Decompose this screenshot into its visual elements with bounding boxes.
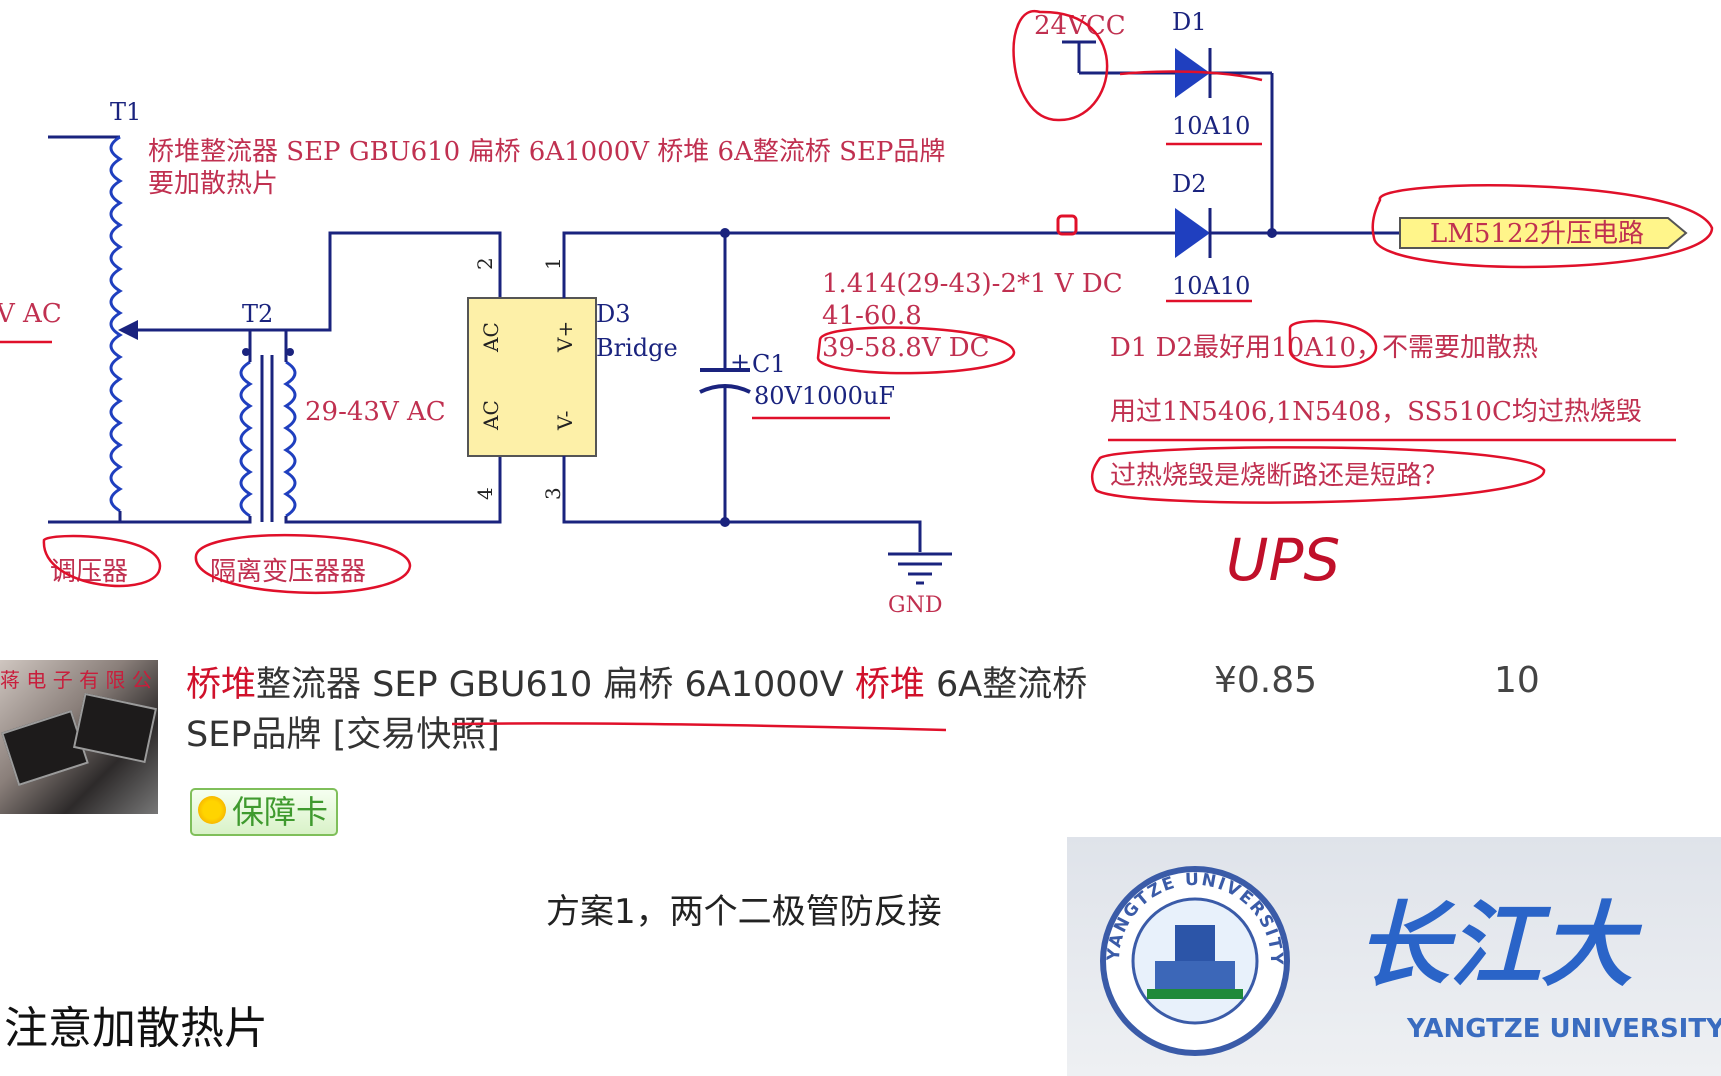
title-highlight: 桥堆 [854, 665, 925, 705]
pin-ac-top: AC [479, 322, 503, 353]
pin-2: 2 [473, 257, 497, 270]
wiper-arrow [118, 320, 138, 340]
circuit-schematic: AC AC V+ V- 2 1 4 3 D3 Bridge + C1 80V10… [0, 8, 1714, 618]
d1-part: 10A10 [1172, 112, 1250, 140]
dc-formula: 1.414(29-43)-2*1 V DC [822, 269, 1123, 299]
note-tested-diodes: 用过1N5406,1N5408，SS510C均过热烧毁 [1110, 397, 1642, 427]
dc-range1: 41-60.8 [822, 301, 922, 331]
logo-english: YANGTZE UNIVERSITY [1406, 1014, 1721, 1044]
input-ac-label: V AC [0, 299, 62, 329]
d2-part: 10A10 [1172, 272, 1250, 300]
vcc-label: 24VCC [1034, 11, 1126, 41]
t1-label: T1 [110, 98, 141, 126]
capacitor-c1: + C1 80V1000uF [699, 228, 895, 527]
d2-label: D2 [1172, 170, 1207, 198]
note-d1d2: D1 D2最好用10A10，不需要加散热 [1110, 333, 1538, 363]
output-label: LM5122升压电路 [1430, 219, 1644, 249]
output-port: LM5122升压电路 [1399, 217, 1688, 249]
pin-1: 1 [541, 257, 565, 270]
slide-note: 注意加散热片 [4, 1003, 268, 1054]
badge-label: 保障卡 [232, 793, 329, 831]
title-highlight: 桥堆 [186, 665, 257, 705]
c1-value: 80V1000uF [754, 382, 895, 410]
dc-range2: 39-58.8V DC [822, 333, 990, 363]
title-underline [451, 722, 947, 732]
transformer-t2 [120, 231, 502, 524]
t1-note-line2: 要加散热片 [148, 169, 278, 199]
pin-4: 4 [473, 487, 497, 500]
pin-ac-bottom: AC [479, 400, 503, 431]
title-line2: SEP品牌 [交易快照] [186, 715, 500, 755]
product-title[interactable]: 桥堆整流器 SEP GBU610 扁桥 6A1000V 桥堆 6A整流桥 SEP… [186, 660, 1106, 760]
handwritten-ups: UPS [1226, 526, 1340, 594]
pin-vplus: V+ [553, 321, 577, 353]
bridge-rectifier-d3: AC AC V+ V- 2 1 4 3 D3 Bridge [467, 231, 725, 524]
ground-symbol: GND [725, 520, 952, 618]
t2-label: T2 [242, 300, 273, 328]
flower-icon [198, 796, 226, 824]
pin-3: 3 [541, 487, 565, 500]
c1-label: C1 [752, 350, 786, 378]
product-thumbnail[interactable]: 蒋 电 子 有 限 公 [0, 660, 158, 814]
product-quantity: 10 [1494, 660, 1540, 701]
title-text: 6A整流桥 [924, 665, 1088, 705]
t2-secondary-voltage: 29-43V AC [305, 397, 446, 427]
title-text: 整流器 SEP GBU610 扁桥 6A1000V [256, 665, 855, 705]
thumbnail-stamp: 蒋 电 子 有 限 公 [0, 668, 152, 692]
c1-plus: + [730, 348, 750, 376]
guarantee-badge[interactable]: 保障卡 [190, 788, 339, 836]
scheme-caption: 方案1，两个二极管防反接 [546, 892, 942, 932]
gnd-label: GND [888, 593, 942, 618]
red-annotations [0, 10, 1714, 595]
note-question: 过热烧毁是烧断路还是短路？ [1110, 461, 1448, 491]
university-logo: YANGTZE UNIVERSITY 长江大 YANGTZE UNIVERSIT… [1067, 837, 1721, 1076]
pin-vminus: V- [553, 411, 577, 431]
d3-label: D3 [596, 300, 631, 328]
d3-type: Bridge [596, 334, 678, 362]
circled-isolation: 隔离变压器器 [210, 557, 366, 587]
logo-calligraphy: 长江大 [1357, 891, 1643, 999]
logo-graphic: YANGTZE UNIVERSITY 长江大 YANGTZE UNIVERSIT… [1100, 866, 1721, 1056]
t1-note-line1: 桥堆整流器 SEP GBU610 扁桥 6A1000V 桥堆 6A整流桥 SEP… [148, 137, 945, 167]
d1-label: D1 [1172, 8, 1207, 36]
product-price: ¥0.85 [1214, 660, 1318, 701]
product-listing: 蒋 电 子 有 限 公 桥堆整流器 SEP GBU610 扁桥 6A1000V … [0, 660, 1721, 840]
